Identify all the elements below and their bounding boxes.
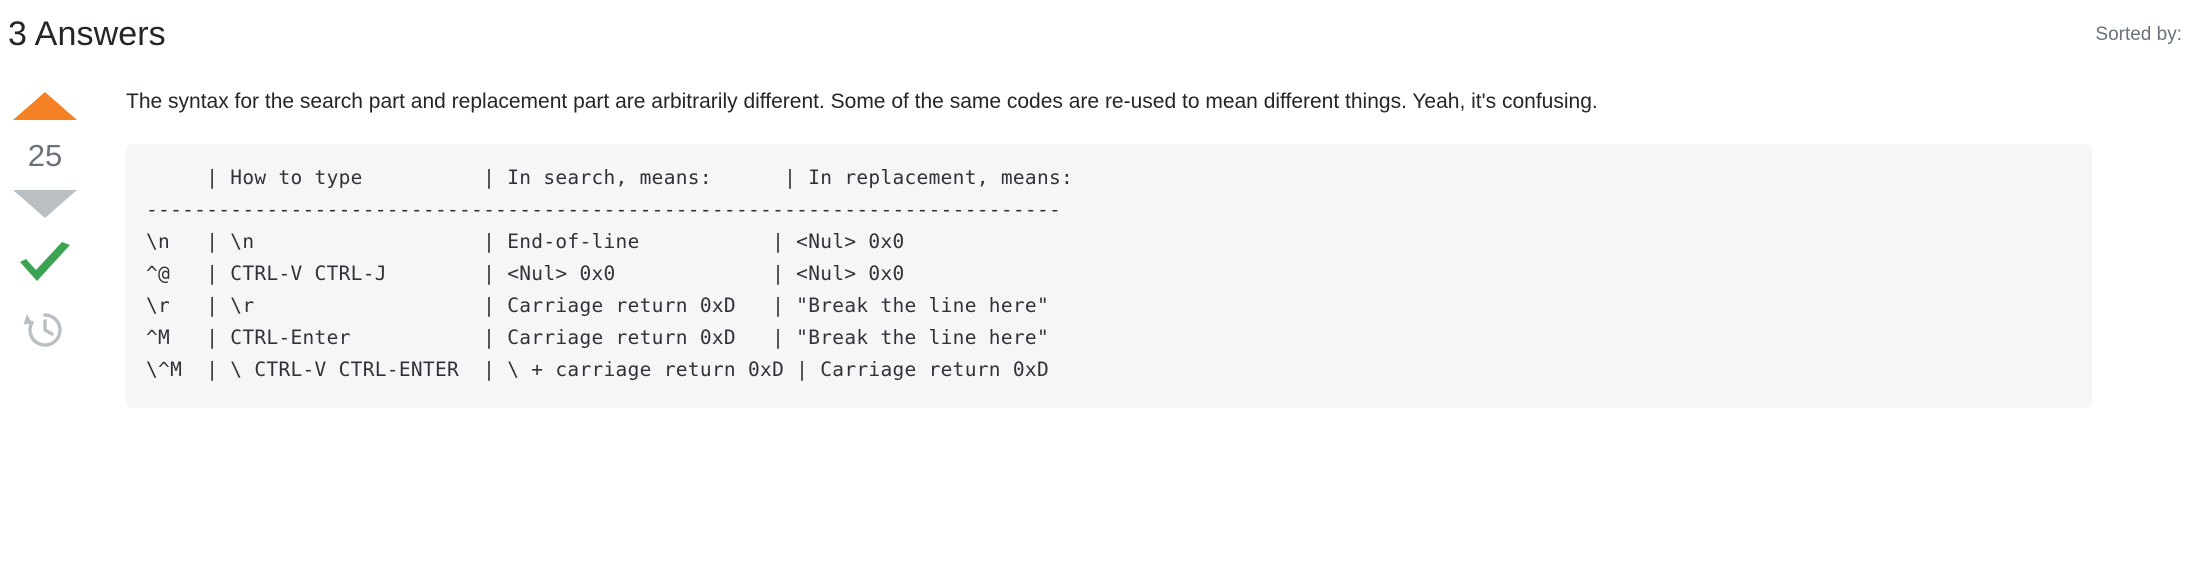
code-block: | How to type | In search, means: | In r… [126, 144, 2092, 408]
post-body: The syntax for the search part and repla… [126, 68, 2186, 408]
accepted-answer-checkmark-icon[interactable] [0, 240, 90, 288]
sorted-by-label: Sorted by: [2095, 24, 2182, 45]
vote-cell: 25 [0, 68, 90, 352]
answers-header: 3 Answers Sorted by: [0, 0, 2194, 68]
clock-history-icon[interactable] [0, 308, 90, 352]
answer-paragraph: The syntax for the search part and repla… [126, 90, 1598, 113]
upvote-icon[interactable] [13, 92, 77, 120]
code-block-text: | How to type | In search, means: | In r… [146, 166, 1074, 381]
page-title: 3 Answers [8, 15, 166, 53]
vote-count: 25 [27, 138, 63, 173]
downvote-icon[interactable] [13, 190, 77, 218]
